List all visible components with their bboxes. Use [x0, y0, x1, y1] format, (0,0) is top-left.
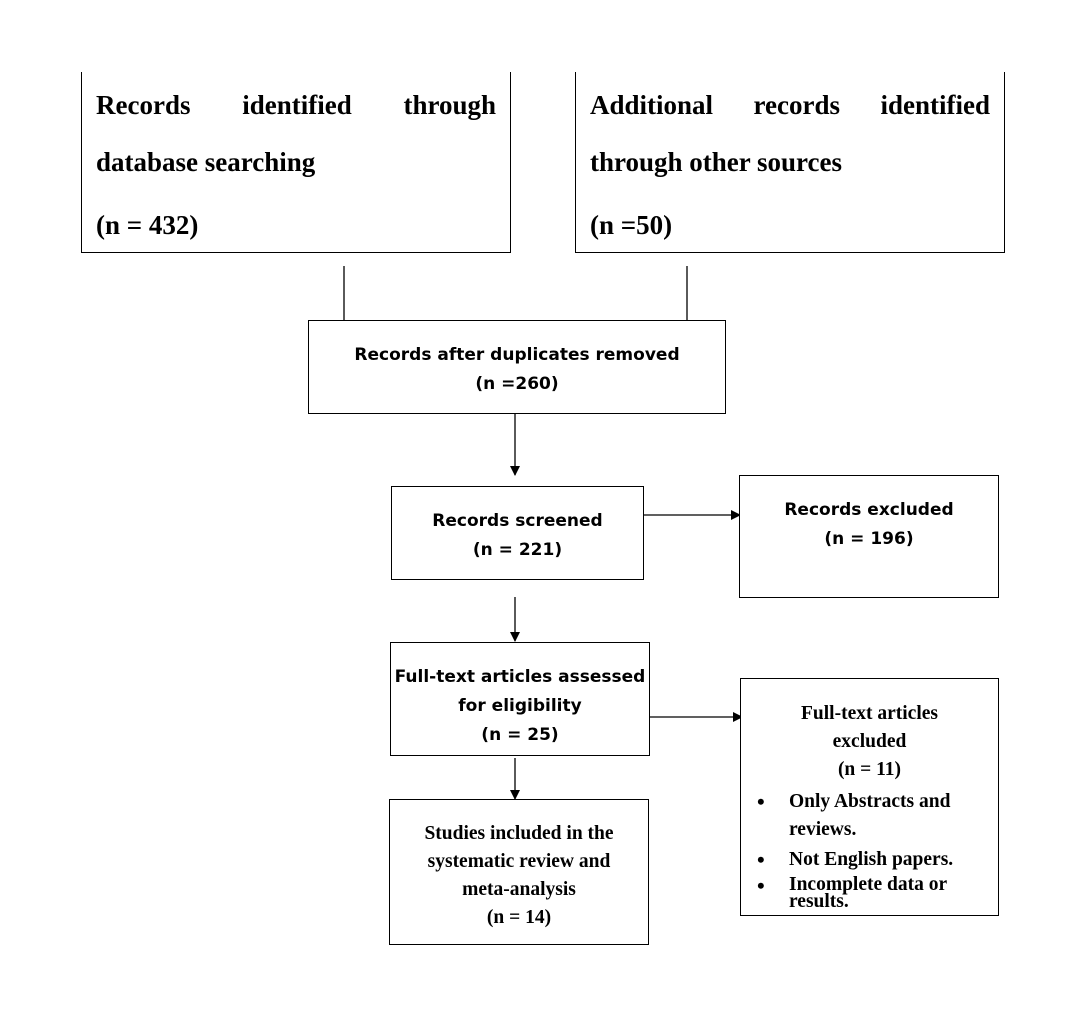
exclusion-reasons-list: • Only Abstracts and reviews. • Not Engl…: [741, 788, 998, 912]
records-excluded-count: (n = 196): [824, 529, 914, 549]
duplicates-removed-count: (n =260): [475, 374, 559, 394]
studies-included-line3: meta-analysis: [462, 879, 576, 900]
bullet-icon: •: [757, 847, 765, 872]
exclusion-reason-line1: Only Abstracts and: [789, 791, 951, 812]
fulltext-excluded-count: (n = 11): [837, 759, 902, 780]
exclusion-reason-line2: reviews.: [789, 819, 857, 840]
eligibility-line2: for eligibility: [458, 696, 582, 716]
database-records-line1: Records identified through: [96, 90, 496, 120]
fulltext-excluded-line2: excluded: [832, 731, 907, 752]
exclusion-reason-item: • Not English papers.: [741, 846, 998, 874]
exclusion-reason-line1: Incomplete data or: [789, 874, 948, 895]
other-records-line2: through other sources: [590, 147, 843, 177]
bullet-icon: •: [757, 873, 765, 898]
eligibility-count: (n = 25): [481, 725, 559, 745]
bullet-icon: •: [757, 789, 765, 814]
other-records-box: Additional records identified through ot…: [575, 72, 1005, 253]
records-excluded-label: Records excluded: [784, 500, 954, 520]
records-screened-box: Records screened (n = 221): [391, 486, 644, 580]
records-screened-count: (n = 221): [472, 540, 563, 560]
studies-included-count: (n = 14): [486, 907, 552, 928]
other-records-count: (n =50): [590, 210, 673, 240]
studies-included-line2: systematic review and: [427, 851, 611, 872]
studies-included-box: Studies included in the systematic revie…: [389, 799, 649, 945]
database-records-box: Records identified through database sear…: [81, 72, 511, 253]
exclusion-reason-item: • Only Abstracts and reviews.: [741, 788, 998, 844]
database-records-count: (n = 432): [96, 210, 199, 240]
exclusion-reason-line1: Not English papers.: [789, 849, 954, 870]
database-records-line2: database searching: [96, 147, 316, 177]
studies-included-line1: Studies included in the: [424, 823, 614, 844]
duplicates-removed-box: Records after duplicates removed (n =260…: [308, 320, 726, 414]
other-records-line1: Additional records identified: [590, 90, 990, 120]
exclusion-reason-item: • Incomplete data or results.: [741, 873, 998, 912]
eligibility-line1: Full-text articles assessed: [394, 667, 646, 687]
eligibility-box: Full-text articles assessed for eligibil…: [390, 642, 650, 756]
records-screened-label: Records screened: [432, 511, 603, 531]
duplicates-removed-label: Records after duplicates removed: [354, 345, 680, 365]
records-excluded-box: Records excluded (n = 196): [739, 475, 999, 598]
exclusion-reason-line2: results.: [789, 891, 849, 912]
fulltext-excluded-line1: Full-text articles: [801, 703, 938, 724]
fulltext-excluded-box: Full-text articles excluded (n = 11) • O…: [740, 678, 999, 916]
